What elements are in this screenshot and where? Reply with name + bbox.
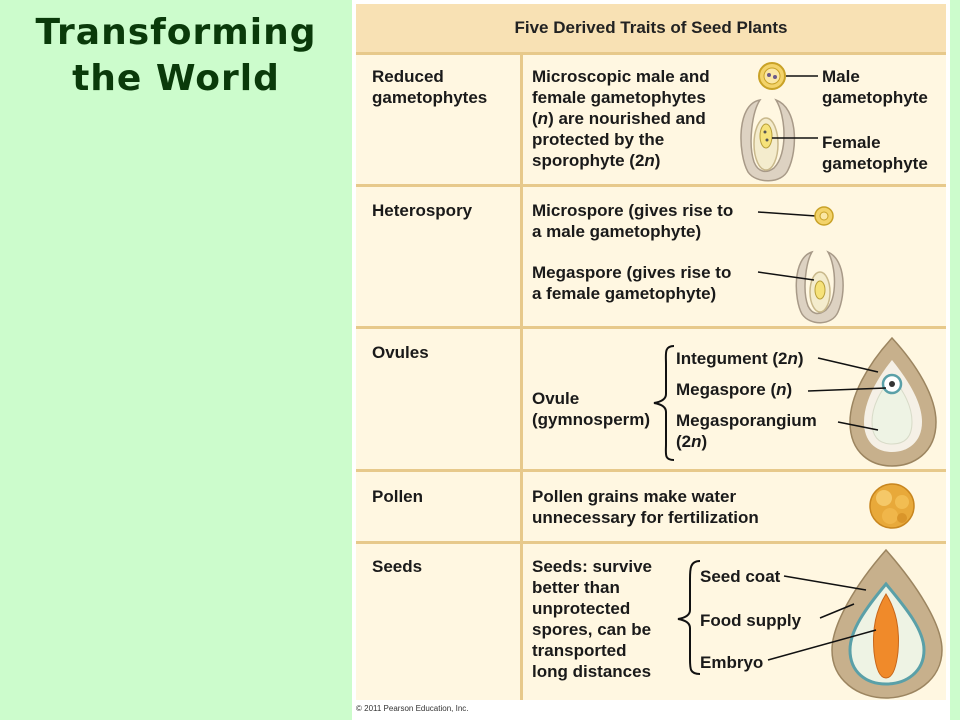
row-divider <box>356 541 946 544</box>
row-divider <box>356 469 946 472</box>
trait-reduced-gametophytes: Reduced gametophytes <box>372 67 488 107</box>
seed-illustration <box>767 548 943 699</box>
microspore-illustration <box>757 206 834 226</box>
label-seed-coat: Seed coat <box>700 567 781 586</box>
label-megaspore: Megaspore (n) <box>676 380 793 399</box>
desc-microspore: Microspore (gives rise to a male gametop… <box>532 201 734 241</box>
slide-title-line-2: the World <box>72 58 280 99</box>
table-header: Five Derived Traits of Seed Plants <box>356 4 946 52</box>
figure-panel: Five Derived Traits of Seed Plants Reduc… <box>352 0 950 720</box>
label-embryo: Embryo <box>700 653 764 672</box>
label-male-gametophyte: Male gametophyte <box>822 67 928 107</box>
female-gametophyte-illustration <box>740 98 818 182</box>
slide-title: Transforming the World <box>0 10 352 102</box>
pollen-grain-illustration <box>869 483 915 529</box>
megaspore-illustration <box>757 250 844 324</box>
row-divider <box>356 326 946 329</box>
label-megasporangium: Megasporangium (2n) <box>676 411 817 451</box>
label-food-supply: Food supply <box>700 611 802 630</box>
label-integument: Integument (2n) <box>676 349 804 368</box>
column-divider <box>520 52 523 700</box>
botanical-illustrations <box>653 62 943 699</box>
ovule-bracket <box>653 345 675 461</box>
trait-pollen: Pollen <box>372 487 424 506</box>
male-gametophyte-illustration <box>758 62 818 90</box>
right-margin-strip <box>950 0 960 720</box>
trait-heterospory: Heterospory <box>372 201 473 220</box>
seed-plant-traits-table: Five Derived Traits of Seed Plants Reduc… <box>356 4 946 700</box>
desc-ovule: Ovule (gymnosperm) <box>532 389 651 429</box>
trait-seeds: Seeds <box>372 557 423 576</box>
desc-seeds: Seeds: survive better than unprotected s… <box>532 557 653 681</box>
row-divider <box>356 52 946 55</box>
label-female-gametophyte: Female gametophyte <box>822 133 928 173</box>
desc-reduced-gametophytes: Microscopic male and female gametophytes… <box>532 67 710 170</box>
seed-bracket <box>677 560 701 675</box>
ovule-illustration <box>807 336 937 467</box>
desc-pollen: Pollen grains make water unnecessary for… <box>532 487 759 527</box>
row-divider <box>356 184 946 187</box>
desc-megaspore: Megaspore (gives rise to a female gameto… <box>532 263 732 303</box>
trait-ovules: Ovules <box>372 343 429 362</box>
copyright-notice: © 2011 Pearson Education, Inc. <box>356 704 469 713</box>
slide-title-line-1: Transforming <box>35 12 317 53</box>
